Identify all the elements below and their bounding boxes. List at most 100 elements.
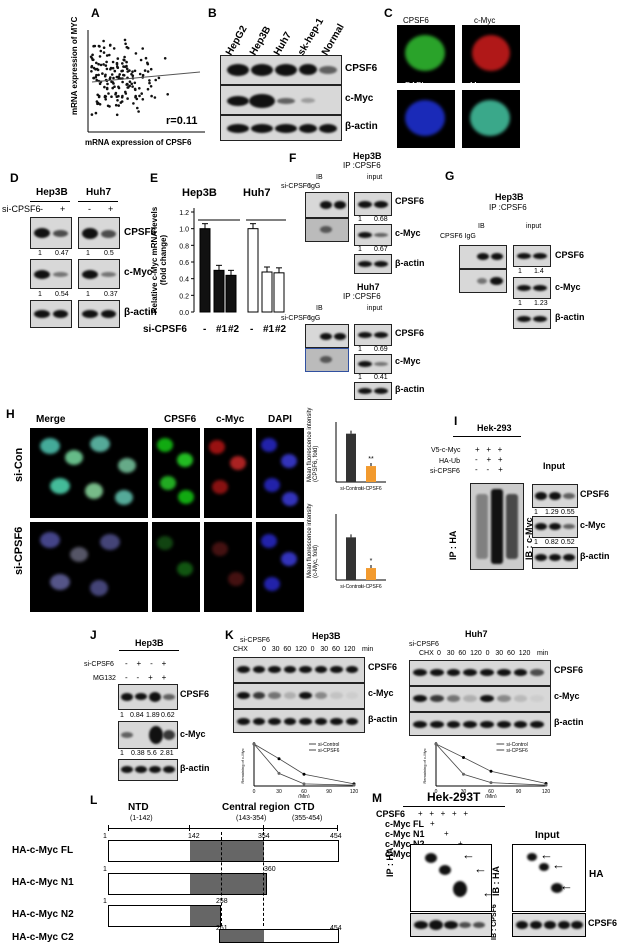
scatter-point — [136, 106, 139, 110]
panel-m-input-cpsf6-blot — [512, 913, 586, 937]
blot-band — [446, 695, 461, 702]
blot-band — [463, 695, 477, 702]
x-tick-label: si-Control — [340, 486, 361, 492]
panel-b-lane-label: Huh7 — [272, 30, 295, 58]
y-tick-label: 0.0 — [179, 310, 189, 317]
scatter-point — [104, 73, 107, 77]
scatter-point — [133, 69, 137, 73]
bar — [366, 568, 376, 580]
panel-j-quant: 1 — [120, 750, 124, 757]
blot-band — [463, 669, 477, 676]
scatter-point — [125, 45, 129, 49]
panel-g-title: Hep3B — [495, 192, 524, 202]
scatter-point — [116, 66, 120, 69]
panel-f-bot-input: input — [367, 305, 383, 312]
panel-d-quant: 1 — [86, 250, 90, 257]
panel-g-in-cpsf6 — [513, 245, 551, 267]
panel-e-xtick: #1 — [216, 324, 228, 335]
panel-f-quant: 0.41 — [374, 374, 388, 381]
panel-f-bot-row-cmyc: c-Myc — [395, 356, 421, 366]
panel-k-right-title: Huh7 — [465, 629, 488, 639]
panel-f-quant: 1 — [358, 216, 362, 223]
bar — [366, 466, 376, 482]
blot-band — [299, 692, 312, 699]
panel-m-cpsf6: CPSF6 — [588, 918, 618, 928]
panel-j-blot-cpsf6 — [118, 684, 178, 710]
scatter-point — [96, 68, 100, 72]
panel-h-img-cmyc-con — [204, 428, 252, 518]
panel-j-letter: J — [90, 628, 97, 642]
panel-g-cond: CPSF6 IgG — [440, 233, 476, 240]
panel-f-top-input: input — [367, 174, 383, 181]
blot-band — [345, 666, 358, 673]
scatter-point — [91, 53, 94, 57]
scatter-point — [105, 86, 109, 90]
blot-band — [268, 666, 281, 673]
series-point — [544, 783, 548, 787]
scatter-point — [126, 86, 129, 89]
scatter-point — [94, 111, 98, 115]
x-axis-label: (Min) — [485, 794, 497, 798]
panel-a-letter: A — [91, 6, 100, 20]
scatter-point — [131, 70, 134, 73]
legend-label: si-Control — [318, 742, 339, 748]
blot-band — [252, 718, 265, 725]
scatter-point — [98, 82, 102, 86]
panel-f-top-ib: IB — [316, 174, 323, 181]
scatter-point — [110, 95, 113, 98]
panel-h-img-cmyc-si — [204, 522, 252, 612]
y-tick-label: 0.6 — [179, 260, 189, 267]
panel-e-si: si-CPSF6 — [143, 324, 187, 335]
scatter-point — [141, 73, 145, 77]
panel-i-row-actin: β-actin — [580, 551, 610, 561]
panel-g-letter: G — [445, 169, 455, 183]
panel-k-left-chx: CHX — [233, 646, 248, 653]
panel-g-row-cpsf6: CPSF6 — [555, 250, 585, 260]
y-tick-label: 0.4 — [179, 277, 189, 284]
panel-i-title: Hek-293 — [477, 423, 512, 433]
panel-a-xlabel: mRNA expression of CPSF6 — [85, 138, 192, 147]
scatter-point — [105, 54, 109, 57]
panel-l-ctd: CTD — [294, 802, 315, 813]
panel-k-right-blot-cpsf6 — [409, 660, 551, 686]
legend-label: si-CPSF6 — [506, 748, 528, 754]
blot-band — [314, 718, 327, 725]
y-axis-label: Remaining of c-Myc — [240, 748, 245, 783]
panel-f-bot-in-cmyc — [354, 354, 392, 374]
x-tick-label: si-CPSF6 — [360, 584, 382, 590]
panel-i-quant: 0.82 — [545, 539, 559, 546]
panel-c-label-merge: Merge — [470, 81, 493, 90]
scatter-point — [107, 92, 110, 95]
panel-f-top-row-cmyc: c-Myc — [395, 228, 421, 238]
x-tick-label: si-CPSF6 — [360, 486, 382, 492]
panel-k-left-title: Hep3B — [312, 631, 341, 641]
panel-l-construct-fl: HA-c-Myc FL — [12, 845, 74, 856]
panel-c-tile-merge — [462, 90, 520, 148]
panel-j-blot-actin — [118, 759, 178, 781]
blot-band — [513, 669, 528, 676]
scatter-point — [144, 56, 148, 60]
scatter-point — [105, 67, 109, 71]
scatter-point — [97, 62, 100, 66]
panel-j-title: Hep3B — [135, 638, 164, 648]
blot-band — [283, 666, 296, 673]
panel-f-bot-si: si-CPSF6 — [281, 315, 311, 322]
panel-f-quant: 0.69 — [374, 346, 388, 353]
panel-b-lane-label: HepG2 — [224, 24, 250, 58]
scatter-point — [114, 93, 117, 96]
panel-g-in-actin — [513, 309, 551, 329]
panel-d-blot-actin-hep3b — [30, 300, 72, 328]
panel-l-dash-2 — [263, 832, 264, 926]
panel-l-ctd-range: (355-454) — [292, 815, 323, 822]
scatter-point — [128, 84, 131, 88]
scatter-chart-a — [87, 30, 205, 133]
panel-c-label-cmyc: c-Myc — [474, 16, 496, 25]
scatter-point — [108, 77, 112, 81]
blot-band — [530, 695, 544, 702]
panel-c-label-cpsf6: CPSF6 — [403, 16, 429, 25]
panel-f-quant: 0.67 — [374, 246, 388, 253]
panel-d-quant: 0.47 — [55, 250, 69, 257]
scatter-point — [133, 81, 137, 85]
panel-f-quant: 1 — [358, 246, 362, 253]
blot-band — [496, 721, 511, 728]
